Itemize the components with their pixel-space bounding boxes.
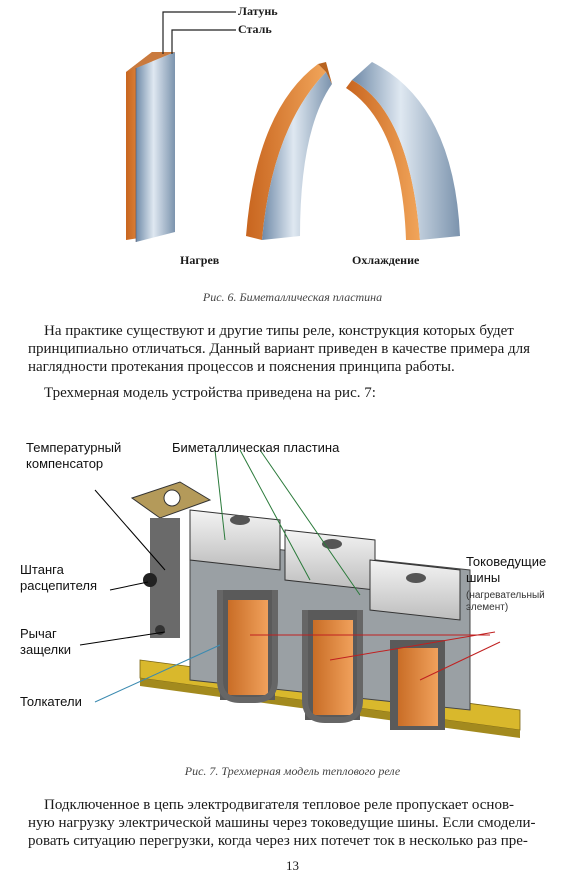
label-current-buses: Токоведущие шины <box>466 554 546 586</box>
label-compensator-line-2: компенсатор <box>26 456 104 471</box>
label-cooling: Охлаждение <box>352 253 420 267</box>
page-number: 13 <box>286 858 299 873</box>
label-heating-element-line-1: (нагревательный <box>466 590 545 601</box>
paragraph-3-line-2: ную нагрузку электрической машины через … <box>28 815 536 831</box>
label-heating: Нагрев <box>180 253 220 267</box>
label-current-buses-line-2: шины <box>466 570 501 585</box>
paragraph-3-line-1: Подключенное в цепь электродвигателя теп… <box>44 797 515 813</box>
label-release-rod-line-1: Штанга <box>20 562 64 577</box>
label-compensator-line-1: Температурный <box>26 440 122 455</box>
heated-bimetal-plate <box>246 62 332 240</box>
steel-leader-line <box>171 29 236 54</box>
cooled-bimetal-plate <box>346 62 460 240</box>
figure7-caption: Рис. 7. Трехмерная модель теплового реле <box>184 764 401 778</box>
temperature-compensator <box>130 481 212 638</box>
figure7-relay-illustration <box>79 449 521 738</box>
label-heating-element-line-2: элемент) <box>466 602 509 613</box>
label-heating-element: (нагревательный элемент) <box>466 590 545 614</box>
label-release-rod: Штанга расцепителя <box>20 562 97 594</box>
figure6-bimetal-illustration <box>126 11 460 242</box>
label-pushers: Толкатели <box>20 694 82 709</box>
paragraph-3: Подключенное в цепь электродвигателя теп… <box>28 796 560 850</box>
figure6-caption: Рис. 6. Биметаллическая пластина <box>202 290 383 304</box>
paragraph-2: Трехмерная модель устройства приведена н… <box>44 385 376 401</box>
label-compensator: Температурный компенсатор <box>26 440 121 472</box>
label-latch-lever: Рычаг защелки <box>20 626 71 658</box>
straight-bimetal-plate <box>126 52 175 242</box>
label-release-rod-line-2: расцепителя <box>20 578 98 593</box>
label-latch-lever-line-1: Рычаг <box>20 626 57 641</box>
paragraph-1-line-1: На практике существуют и другие типы рел… <box>44 323 514 339</box>
relay-module-1 <box>189 509 281 703</box>
paragraph-1: На практике существуют и другие типы рел… <box>28 322 560 376</box>
paragraph-1-line-2: принципиально отличаться. Данный вариант… <box>28 341 531 357</box>
label-steel: Сталь <box>238 22 272 36</box>
brass-leader-line <box>162 11 236 54</box>
paragraph-1-line-3: наглядности протекания процессов и поясн… <box>28 359 455 375</box>
label-current-buses-line-1: Токоведущие <box>466 554 547 569</box>
label-bimetal-plate: Биметаллическая пластина <box>172 440 340 455</box>
relay-module-3 <box>369 559 461 730</box>
label-brass: Латунь <box>238 4 278 18</box>
paragraph-3-line-3: ровать ситуацию перегрузки, когда через … <box>28 833 528 849</box>
label-latch-lever-line-2: защелки <box>20 642 72 657</box>
